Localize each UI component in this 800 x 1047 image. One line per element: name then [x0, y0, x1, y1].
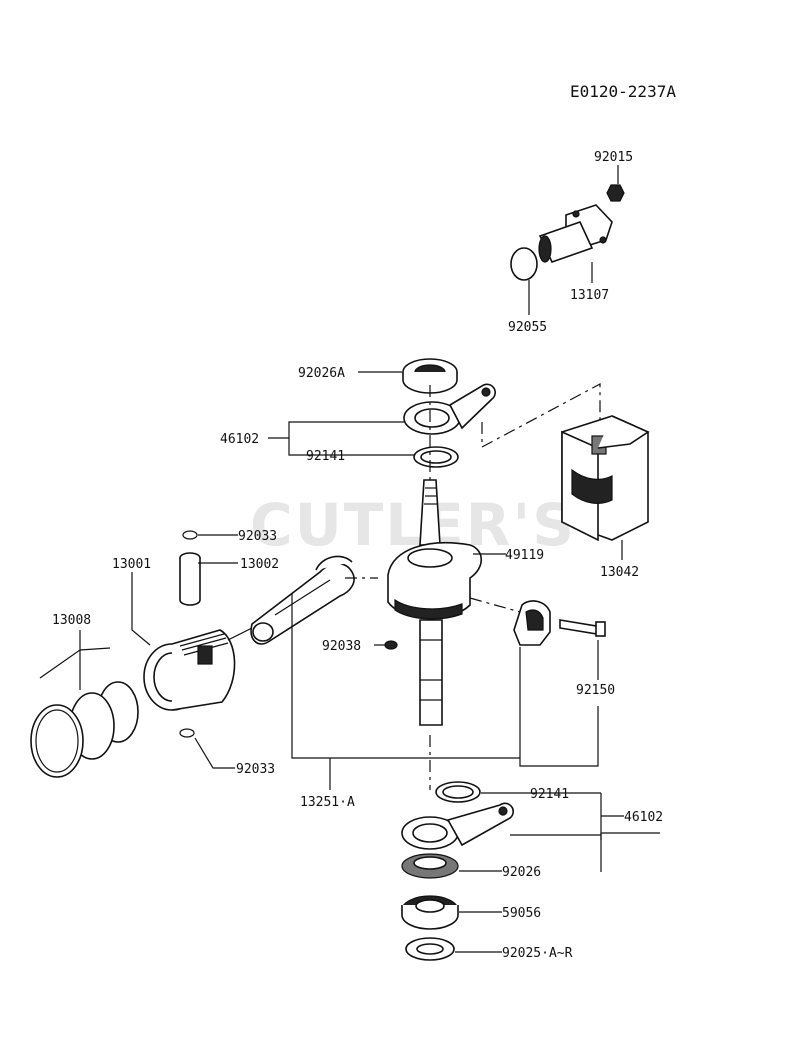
diagram-code: E0120-2237A — [570, 82, 676, 101]
label-13042: 13042 — [600, 565, 639, 580]
shim-washer-part — [405, 937, 455, 961]
label-49119: 49119 — [505, 548, 544, 563]
leader-92033-bottom — [194, 737, 235, 769]
label-13002: 13002 — [240, 557, 279, 572]
piston-pin-part — [179, 552, 201, 606]
crank-key-part — [384, 640, 398, 650]
label-92038: 92038 — [322, 639, 361, 654]
piston-rings-part — [30, 681, 139, 778]
oil-seal-top-part — [402, 358, 458, 394]
crank-gear-part — [401, 895, 459, 930]
label-13008: 13008 — [52, 613, 91, 628]
balancer-housing-part — [561, 415, 650, 542]
circlip-top-part — [182, 530, 198, 540]
label-46102-top: 46102 — [220, 432, 259, 447]
connecting-rod-part — [250, 555, 355, 645]
label-92033-top: 92033 — [238, 529, 277, 544]
label-92025: 92025·A~R — [502, 946, 573, 961]
label-59056: 59056 — [502, 906, 541, 921]
bracket-13251-right — [519, 647, 599, 767]
balancer-weight-top-part — [403, 383, 496, 435]
label-92055: 92055 — [508, 320, 547, 335]
label-92026A: 92026A — [298, 366, 345, 381]
bearing-bottom-part — [435, 781, 481, 803]
bracket-13251 — [291, 594, 520, 759]
label-13251: 13251·A — [300, 795, 355, 810]
centerline-balancer — [481, 382, 601, 449]
governor-holder-part — [538, 204, 613, 263]
piston-rod-link — [227, 627, 253, 641]
label-92026: 92026 — [502, 865, 541, 880]
centerline-cap — [469, 597, 521, 613]
rod-cap-part — [513, 600, 551, 646]
rod-bolt-part — [559, 619, 606, 637]
label-92150: 92150 — [576, 683, 615, 698]
balancer-weight-bottom-part — [401, 802, 514, 850]
governor-oring-part — [510, 247, 538, 281]
leader-92141-top — [288, 438, 414, 456]
label-92015: 92015 — [594, 150, 633, 165]
bracket-46102-top — [268, 421, 404, 439]
label-92141-top: 92141 — [306, 449, 345, 464]
label-46102-bottom: 46102 — [624, 810, 663, 825]
bearing-top-part — [413, 446, 459, 468]
circlip-bottom-part — [179, 728, 195, 738]
leader-13001 — [131, 572, 151, 646]
label-92141-bottom: 92141 — [530, 787, 569, 802]
oil-seal-bottom-part — [401, 853, 459, 879]
crankshaft-part — [387, 479, 483, 726]
label-13107: 13107 — [570, 288, 609, 303]
label-13001: 13001 — [112, 557, 151, 572]
governor-nut-part — [606, 184, 625, 202]
piston-part — [143, 629, 236, 711]
leader-13008-b — [79, 647, 111, 651]
label-92033-bottom: 92033 — [236, 762, 275, 777]
leader-13008-a — [39, 630, 81, 679]
